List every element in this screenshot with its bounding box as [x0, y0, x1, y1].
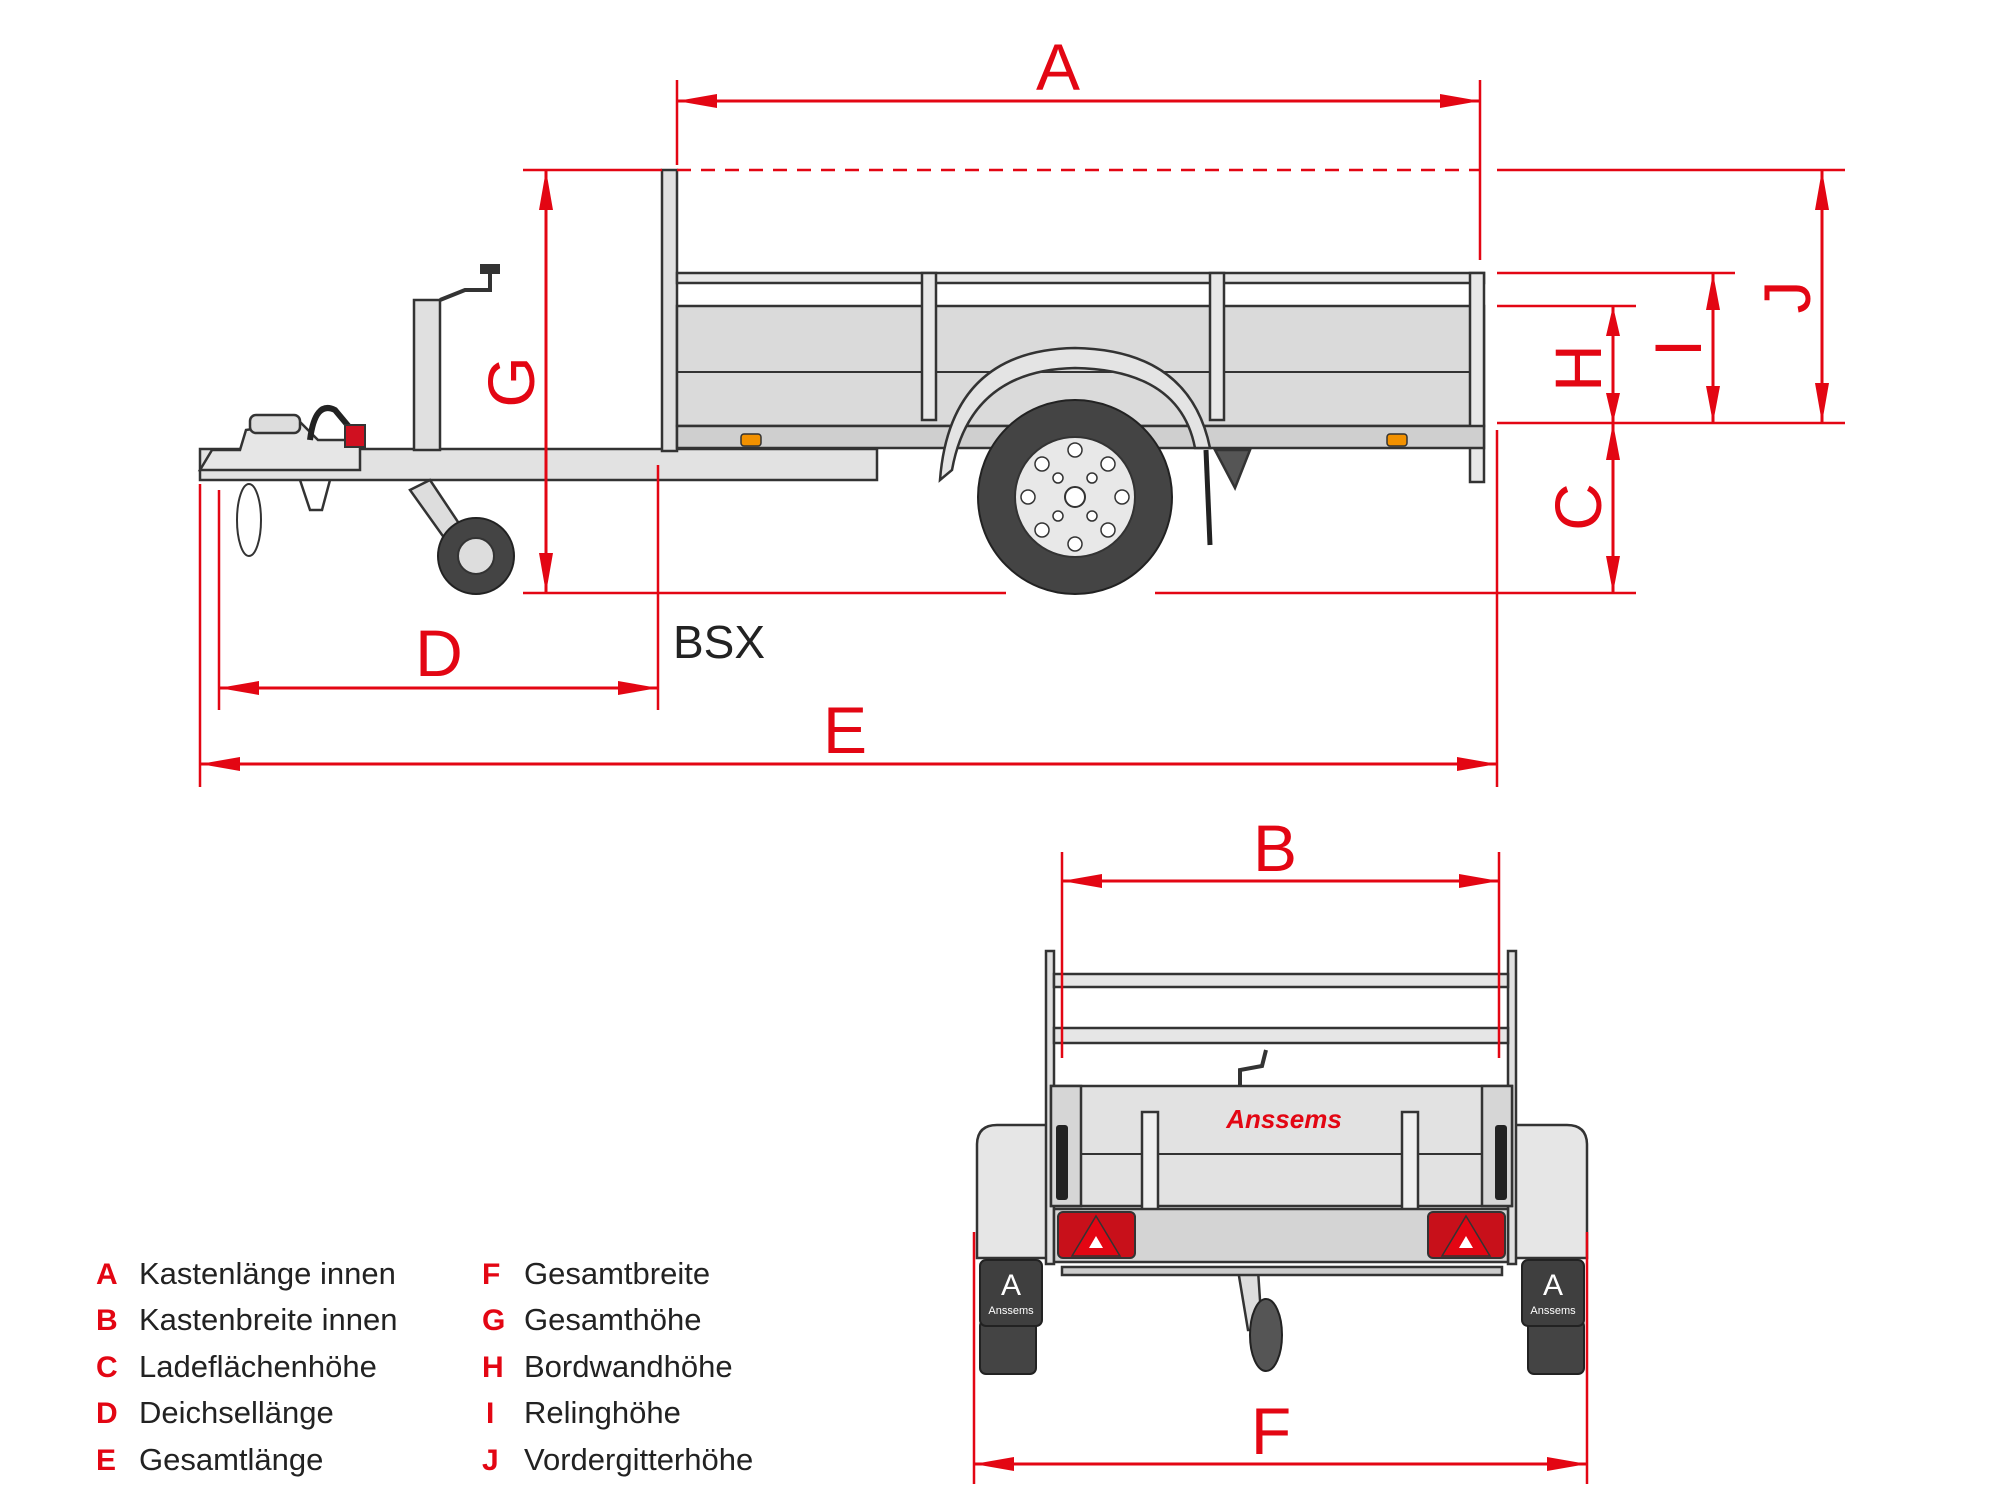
dimension-c-label: C [1541, 483, 1615, 531]
svg-text:G: G [482, 1304, 505, 1337]
wheel [977, 399, 1173, 595]
svg-text:Ladeflächenhöhe: Ladeflächenhöhe [139, 1349, 377, 1384]
rail-middle [1052, 1026, 1510, 1045]
tail-light-left [1057, 1211, 1136, 1259]
svg-text:A: A [1543, 1269, 1563, 1302]
side-marker-light [1386, 433, 1408, 447]
dimension-j-label: J [1750, 281, 1824, 314]
dimension-b-label: B [1253, 811, 1297, 885]
mudflap [1203, 449, 1213, 546]
tail-light-right [1427, 1211, 1506, 1259]
svg-text:Relinghöhe: Relinghöhe [524, 1395, 681, 1430]
legend-item-a: A Kastenlänge innen [96, 1256, 396, 1291]
svg-text:Gesamtbreite: Gesamtbreite [524, 1256, 710, 1291]
front-grille-post [660, 168, 679, 453]
svg-text:A: A [1001, 1269, 1021, 1302]
svg-text:E: E [96, 1444, 116, 1477]
fender [938, 346, 1212, 483]
svg-text:D: D [96, 1397, 118, 1430]
model-label: BSX [673, 616, 765, 668]
trailer-side-view [197, 168, 1486, 595]
legend-item-d: D Deichsellänge [96, 1395, 334, 1430]
legend-item-b: B Kastenbreite innen [96, 1302, 398, 1337]
svg-text:F: F [482, 1258, 500, 1291]
dimension-e-label: E [823, 693, 867, 767]
legend-item-i: I Relinghöhe [486, 1395, 681, 1430]
dimension-f-label: F [1251, 1394, 1291, 1468]
svg-text:Kastenlänge innen: Kastenlänge innen [139, 1256, 396, 1291]
dimension-i-label: I [1641, 339, 1715, 357]
jockey-wheel [408, 264, 515, 595]
svg-text:I: I [486, 1397, 494, 1430]
svg-text:Gesamtlänge: Gesamtlänge [139, 1442, 323, 1477]
svg-text:Vordergitterhöhe: Vordergitterhöhe [524, 1442, 753, 1477]
rear-view-dimensions: B F [972, 811, 1589, 1484]
svg-text:H: H [482, 1351, 504, 1384]
svg-text:Anssems: Anssems [988, 1305, 1034, 1317]
svg-text:B: B [96, 1304, 118, 1337]
legend-item-h: H Bordwandhöhe [482, 1349, 733, 1384]
dimension-d-label: D [415, 616, 463, 690]
legend: A Kastenlänge innen B Kastenbreite innen C… [96, 1256, 753, 1477]
brand-logo: Anssems [1225, 1104, 1342, 1134]
svg-text:C: C [96, 1351, 118, 1384]
coupling-head [197, 405, 366, 557]
svg-text:Gesamthöhe: Gesamthöhe [524, 1302, 702, 1337]
legend-item-e: E Gesamtlänge [96, 1442, 323, 1477]
legend-item-g: G Gesamthöhe [482, 1302, 702, 1337]
dimension-g-label: G [474, 356, 548, 407]
svg-text:J: J [482, 1444, 499, 1477]
fender-left [975, 1123, 1053, 1260]
mudflap-right: A Anssems [1521, 1259, 1585, 1327]
legend-item-f: F Gesamtbreite [482, 1256, 710, 1291]
legend-item-c: C Ladeflächenhöhe [96, 1349, 377, 1384]
side-marker-light [740, 433, 762, 447]
rail-top [1052, 972, 1510, 989]
dimension-h-label: H [1541, 344, 1615, 392]
svg-text:Kastenbreite innen: Kastenbreite innen [139, 1302, 398, 1337]
svg-text:Anssems: Anssems [1530, 1305, 1576, 1317]
fender-right [1510, 1123, 1589, 1260]
svg-text:A: A [96, 1258, 118, 1291]
side-view-dimensions: A G D E H C I J [198, 30, 1845, 787]
mudflap-left: A Anssems [979, 1259, 1043, 1327]
railing [675, 271, 1486, 285]
trailer-rear-view: A Anssems A Anssems Anssems [975, 949, 1589, 1375]
svg-text:Bordwandhöhe: Bordwandhöhe [524, 1349, 733, 1384]
dimension-a-label: A [1036, 30, 1080, 104]
legend-item-j: J Vordergitterhöhe [482, 1442, 753, 1477]
tailgate [1049, 1084, 1514, 1208]
svg-text:Deichsellänge: Deichsellänge [139, 1395, 334, 1430]
